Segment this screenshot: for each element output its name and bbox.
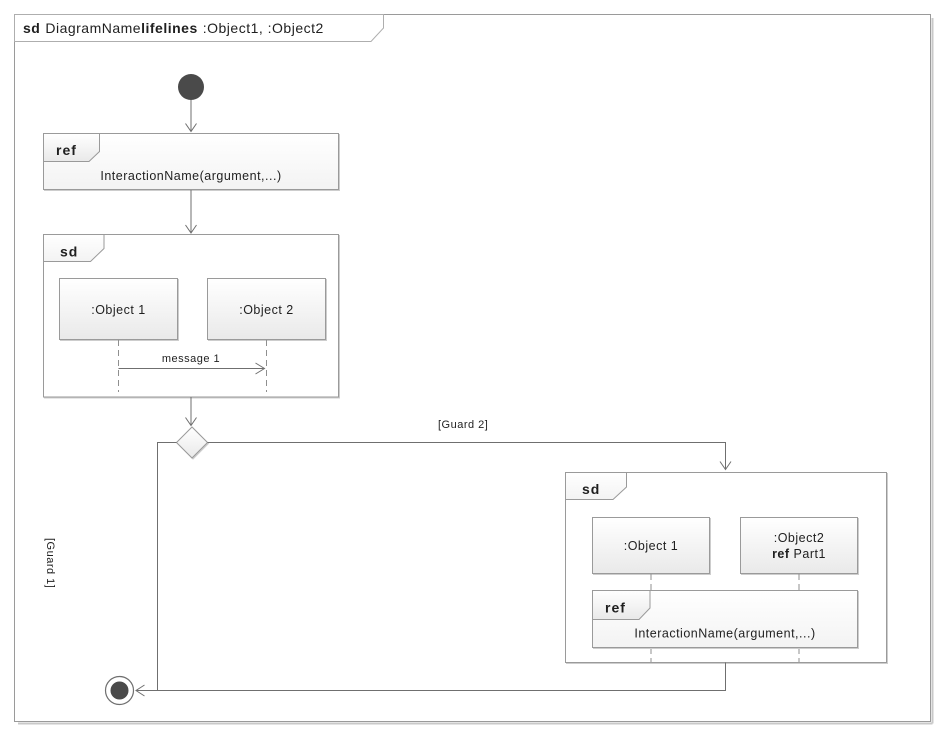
frame-title-tab [14,14,384,42]
guard2-label: [Guard 2] [438,419,488,431]
lifeline-object1-label: :Object 1 [91,303,146,317]
lifeline-head-object2 [207,278,326,340]
initial-node [178,74,204,100]
frame-diagram-name: DiagramName [45,20,141,36]
sd-fragment-1-tab [43,234,105,262]
sd-fragment-2-tab [565,472,627,500]
decision-diamond [175,426,209,459]
flow-guard1-branch [157,442,177,691]
flow-ref-to-sd1 [185,190,197,234]
sd-fragment-1-tab-label: sd [60,244,78,260]
frame-lifelines-keyword: lifelines [141,20,198,36]
lifeline-head-object2-b [740,517,858,574]
sd-fragment-2-tab-label: sd [582,481,600,497]
frame-title: sd DiagramNamelifelines :Object1, :Object2 [23,20,324,36]
flow-guard2-branch [207,442,732,471]
lifeline-object2-b-ref-target: Part1 [794,547,826,561]
inner-ref-tab-label: ref [605,600,626,616]
flow-sd1-to-decision [185,397,197,427]
guard1-label: [Guard 1] [44,538,56,588]
lifeline-head-object1-b [592,517,710,574]
lifeline-object2-b-ref-keyword: ref [772,547,790,561]
final-node [104,675,135,706]
message-label: message 1 [162,353,220,365]
flow-sd2-to-final [135,662,726,697]
frame-lifelines-list: :Object1, :Object2 [203,20,324,36]
ref-fragment-interaction-name: InteractionName(argument,...) [100,169,281,183]
message-arrow [118,362,266,375]
sd-fragment-1: sd :Object 1 :Object 2 message 1 [43,234,339,398]
inner-ref-interaction-name: InteractionName(argument,...) [634,627,815,641]
lifeline-object1-b-label: :Object 1 [624,539,679,553]
lifeline-object2-label: :Object 2 [239,303,294,317]
frame-keyword: sd [23,20,40,36]
ref-fragment: ref InteractionName(argument,...) [43,133,339,190]
lifeline-head-object1 [59,278,178,340]
inner-ref-fragment-tab [592,590,651,620]
sd-fragment-2: sd :Object 1 :Object2 ref Part1 ref Inter… [565,472,887,663]
lifeline-object2-b-name: :Object2 [774,531,825,545]
ref-fragment-tab [43,133,100,162]
lifeline-object2-b-ref: ref Part1 [772,547,826,561]
ref-fragment-tab-label: ref [56,142,77,158]
final-node-core [110,681,129,700]
flow-initial-to-ref [185,100,197,133]
